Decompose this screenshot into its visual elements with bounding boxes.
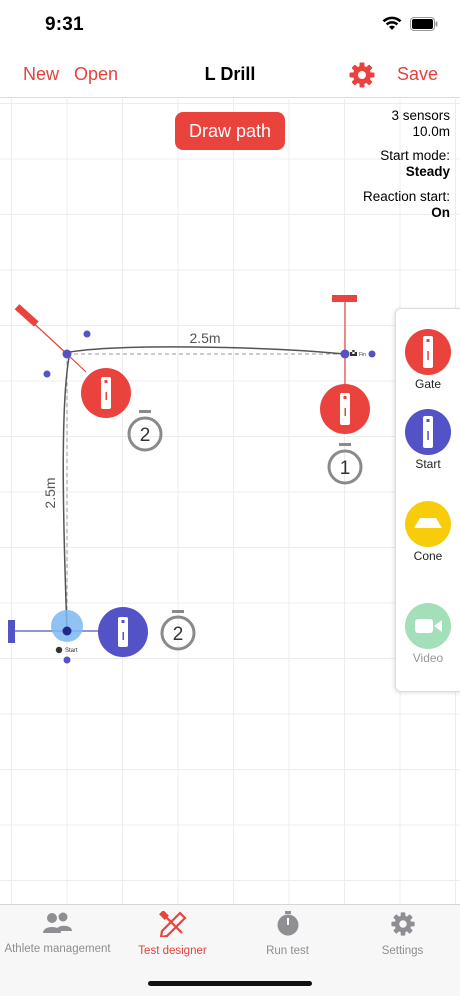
gear-icon — [349, 62, 375, 88]
gear-icon — [390, 912, 415, 936]
home-indicator — [148, 981, 312, 986]
start-mode-info: Start mode: Steady — [380, 148, 450, 180]
status-icons — [382, 16, 438, 31]
palette-gate-label: Gate — [414, 377, 441, 391]
timer-finish-value: 1 — [340, 458, 351, 479]
stopwatch-icon — [277, 911, 298, 936]
palette-cone-label: Cone — [413, 549, 443, 563]
start-mode-value: Steady — [405, 164, 450, 179]
finish-node[interactable] — [340, 349, 350, 359]
new-button[interactable]: New — [23, 64, 60, 84]
tab-bar: Athlete management Test designer Run tes… — [0, 904, 460, 996]
palette-start-label: Start — [415, 457, 441, 471]
tab-settings[interactable]: Settings — [345, 911, 460, 957]
start-sensor-icon — [405, 409, 451, 455]
palette-gate[interactable]: Gate — [396, 329, 460, 391]
segment-left-label: 2.5m — [42, 477, 58, 508]
status-bar: 9:31 — [0, 0, 460, 50]
navigation-bar: New Open L Drill Save — [0, 50, 460, 98]
finish-marker-label: Fin — [359, 352, 366, 358]
timer-start: 2 — [160, 610, 196, 651]
design-canvas[interactable] — [0, 99, 460, 905]
tab-run-test[interactable]: Run test — [230, 911, 345, 957]
video-icon — [405, 603, 451, 649]
timer-start-value: 2 — [173, 624, 184, 645]
tab-settings-label: Settings — [381, 945, 424, 957]
tab-run-test-label: Run test — [266, 945, 309, 957]
cone-icon — [405, 501, 451, 547]
tab-athlete-management[interactable]: Athlete management — [0, 911, 115, 955]
palette-video[interactable]: Video — [396, 603, 460, 665]
settings-gear-button[interactable] — [348, 61, 376, 89]
start-marker-label: Start — [65, 648, 78, 654]
tab-test-designer-label: Test designer — [138, 945, 207, 957]
sensor-count: 3 sensors — [391, 108, 450, 123]
timer-corner: 2 — [127, 410, 163, 452]
start-gate[interactable]: Start — [8, 610, 100, 664]
wifi-icon — [382, 16, 402, 30]
tab-athlete-management-label: Athlete management — [4, 943, 111, 955]
sensor-summary: 3 sensors 10.0m — [391, 108, 450, 140]
start-mode-label: Start mode: — [380, 148, 450, 163]
corner-gate-sensor[interactable] — [81, 368, 131, 418]
start-node[interactable] — [62, 626, 72, 636]
finish-gate-sensor[interactable] — [320, 384, 370, 434]
corner-gate[interactable] — [14, 304, 91, 378]
status-time: 9:31 — [45, 14, 84, 35]
reaction-start-info: Reaction start: On — [363, 189, 450, 221]
athletes-icon — [42, 912, 72, 933]
reaction-start-label: Reaction start: — [362, 189, 450, 204]
test-designer-icon — [158, 910, 187, 939]
palette-start[interactable]: Start — [396, 409, 460, 471]
page-title: L Drill — [204, 64, 256, 84]
open-button[interactable]: Open — [74, 64, 119, 84]
tab-test-designer[interactable]: Test designer — [115, 910, 230, 957]
segment-top-label: 2.5m — [189, 330, 220, 346]
battery-icon — [410, 16, 438, 31]
timer-finish: 1 — [327, 443, 363, 485]
total-distance: 10.0m — [412, 124, 450, 139]
element-palette: Gate Start Cone Video — [395, 308, 460, 692]
save-button[interactable]: Save — [397, 64, 439, 84]
palette-cone[interactable]: Cone — [396, 501, 460, 563]
palette-video-label: Video — [412, 651, 444, 665]
reaction-start-value: On — [431, 205, 450, 220]
draw-path-button[interactable]: Draw path — [175, 112, 285, 150]
start-sensor[interactable] — [98, 607, 148, 657]
corner-node[interactable] — [62, 349, 72, 359]
timer-corner-value: 2 — [140, 425, 151, 446]
gate-sensor-icon — [405, 329, 451, 375]
finish-gate[interactable]: Fin — [332, 295, 376, 390]
